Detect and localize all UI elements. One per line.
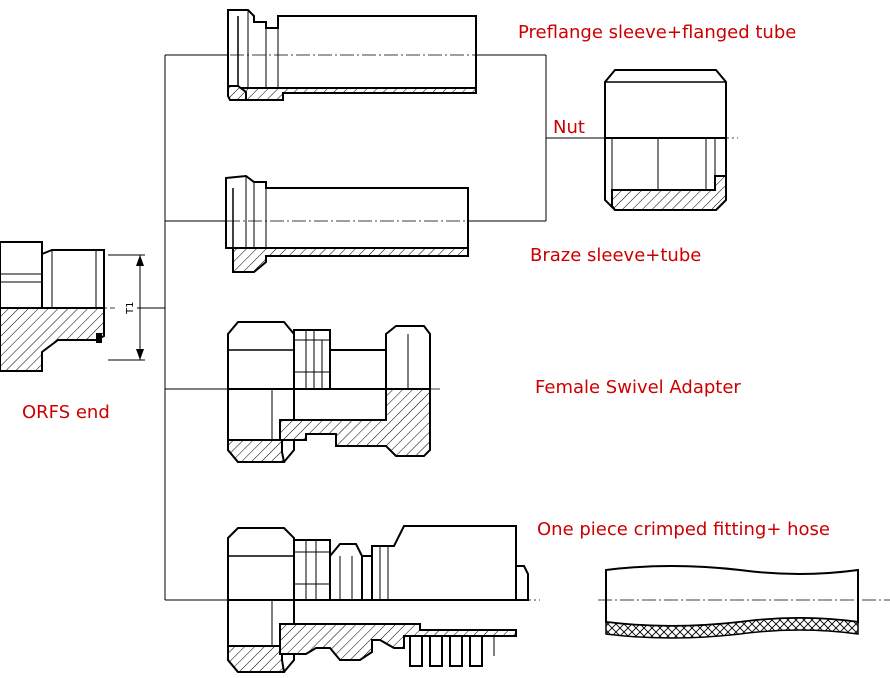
preflange-sleeve-fitting xyxy=(227,9,546,101)
hose xyxy=(598,565,890,639)
crimped-fitting xyxy=(165,525,540,673)
preflange-label: Preflange sleeve+flanged tube xyxy=(518,22,796,43)
orfs-end-fitting xyxy=(0,241,145,372)
crimped-label: One piece crimped fitting+ hose xyxy=(537,519,830,540)
female-swivel-adapter-fitting xyxy=(165,321,440,463)
braze-label: Braze sleeve+tube xyxy=(530,245,701,266)
female-swivel-label: Female Swivel Adapter xyxy=(535,377,741,398)
nut-label: Nut xyxy=(553,117,585,138)
braze-sleeve-fitting xyxy=(225,174,546,273)
nut-fitting xyxy=(604,69,738,211)
connector-lines xyxy=(137,54,605,601)
t1-dimension-label: T1 xyxy=(125,302,136,315)
orfs-end-label: ORFS end xyxy=(22,402,110,423)
